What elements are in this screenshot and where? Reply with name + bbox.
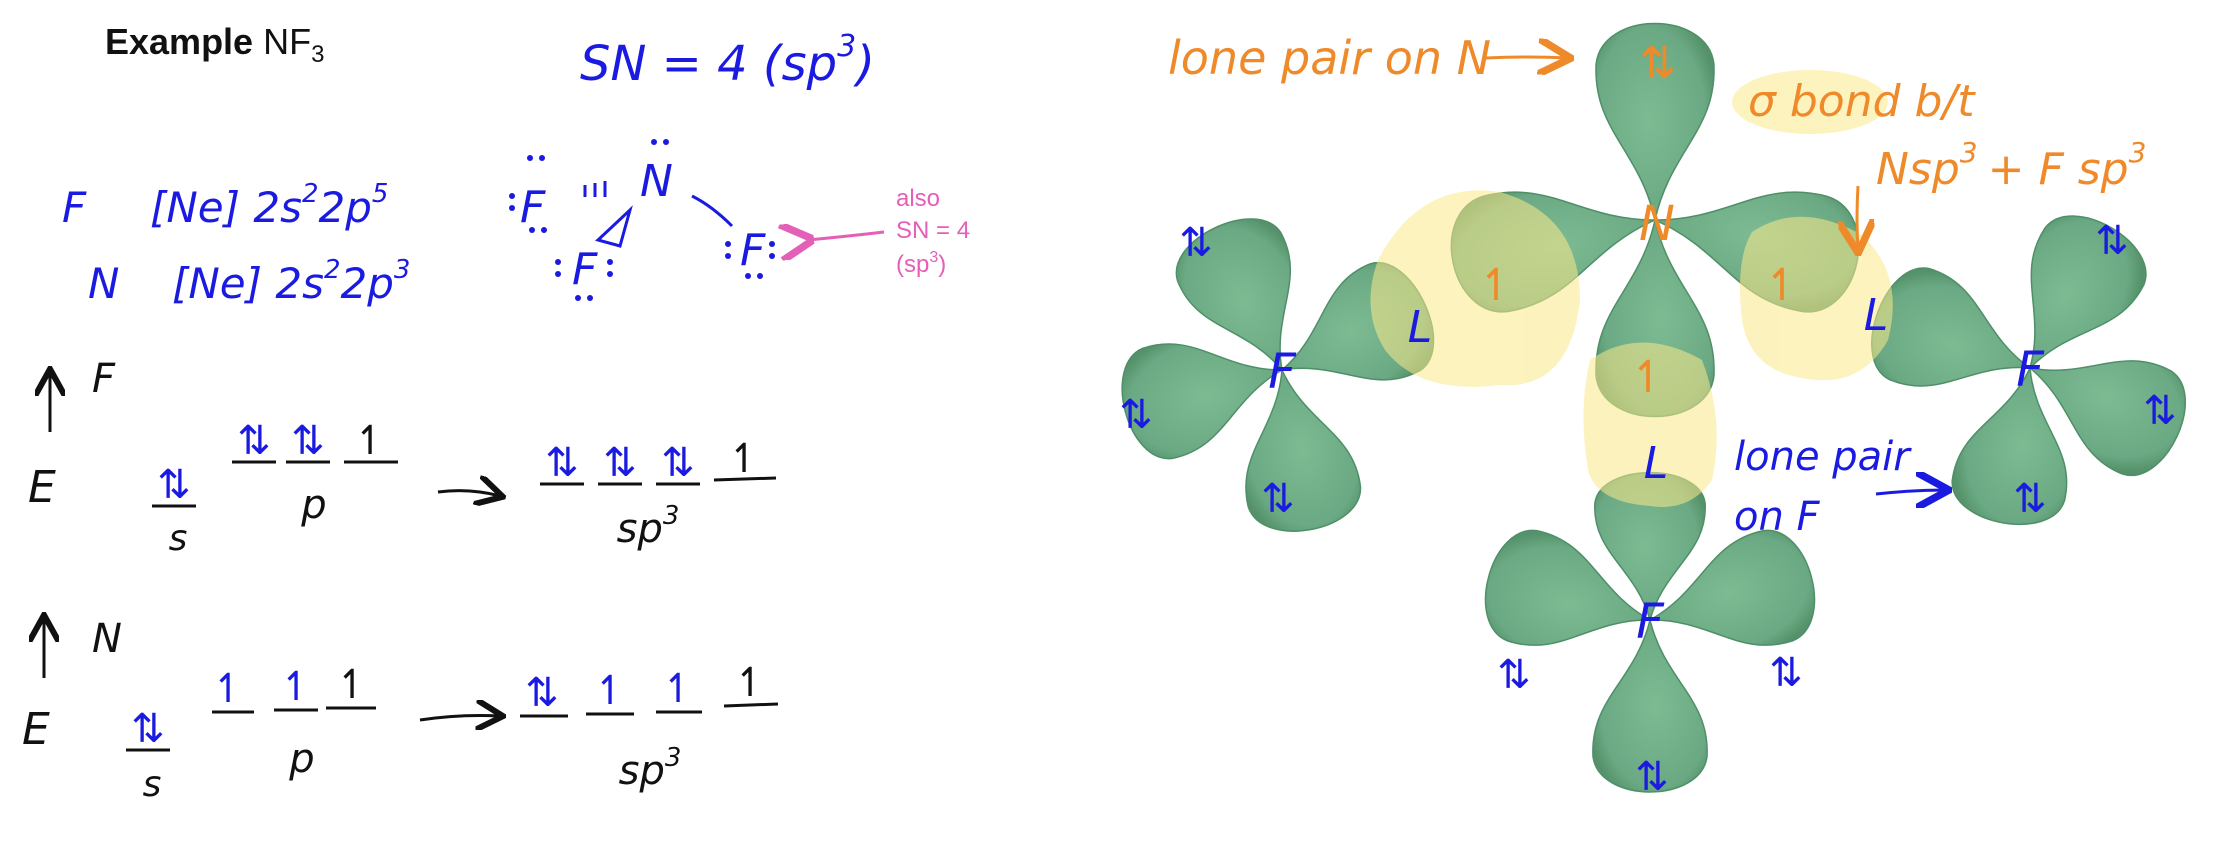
svg-text:[Ne] 2s22p5: [Ne] 2s22p5 — [150, 179, 388, 232]
svg-text:F: F — [92, 356, 116, 402]
f-bottom-lone-pair-2: ⇅ — [1769, 650, 1803, 696]
svg-text:SN = 4: SN = 4 — [896, 217, 970, 244]
svg-text:⇅: ⇅ — [603, 440, 637, 486]
svg-text:⇅: ⇅ — [525, 670, 559, 716]
n-electron-left: ↿ — [1478, 260, 1515, 311]
f-electron-bottom: L — [1644, 438, 1669, 489]
svg-text:⇅: ⇅ — [131, 706, 165, 752]
svg-text:↿: ↿ — [661, 666, 695, 712]
energy-diagram-f: F E ⇅ s ⇅ ⇅ ↿ p ⇅ ⇅ ⇅ ↿ sp3 — [28, 356, 776, 559]
f-bottom-lone-pair-3: ⇅ — [1635, 754, 1669, 800]
svg-text:↿: ↿ — [211, 666, 245, 712]
svg-text:N: N — [640, 156, 673, 207]
svg-text:E: E — [22, 704, 50, 755]
config-f: F [Ne] 2s22p5 — [62, 179, 388, 232]
n-lone-pair-label: ⇅ — [1640, 38, 1677, 89]
svg-text:lone pair: lone pair — [1734, 434, 1912, 480]
svg-text:N: N — [92, 616, 122, 662]
svg-text:F: F — [520, 182, 546, 233]
annotation-lone-pair-n-arrow — [1486, 57, 1568, 58]
svg-text:s: s — [143, 764, 162, 805]
svg-text:sp3: sp3 — [619, 743, 682, 794]
f-right-lone-pair-3: ⇅ — [2013, 476, 2047, 522]
svg-text:(sp3): (sp3) — [896, 249, 946, 278]
energy-diagram-n: N E ⇅ s ↿ ↿ ↿ p ⇅ ↿ ↿ ↿ sp3 — [22, 616, 778, 805]
highlight-left-bond — [1370, 190, 1580, 386]
svg-text:↿: ↿ — [279, 664, 313, 710]
annotation-sigma-bond: σ bond b/t Nsp3+ F sp3 — [1748, 76, 2146, 195]
steric-note: also SN = 4 (sp3) — [896, 185, 970, 278]
svg-text:↿: ↿ — [593, 668, 627, 714]
f-left-lone-pair-3: ⇅ — [1261, 476, 1295, 522]
svg-text:⇅: ⇅ — [237, 418, 271, 464]
annotation-lone-pair-n: lone pair on N — [1168, 31, 1491, 85]
atom-label-f-bottom: F — [1636, 594, 1665, 650]
n-electron-right: ↿ — [1764, 260, 1801, 311]
svg-text:p: p — [300, 482, 326, 528]
f-electron-left: L — [1408, 302, 1433, 353]
svg-text:s: s — [169, 518, 188, 559]
svg-text:↿: ↿ — [353, 418, 387, 464]
svg-text:⇅: ⇅ — [157, 462, 191, 508]
note-arrow — [808, 232, 884, 240]
atom-label-n: N — [1639, 196, 1675, 252]
svg-text:σ bond b/t: σ bond b/t — [1748, 76, 1976, 127]
atom-label-f-left: F — [1268, 344, 1297, 400]
lewis-structure: F N F F — [509, 139, 775, 301]
annotation-lone-pair-f: lone pair on F — [1734, 434, 1912, 540]
svg-text:[Ne] 2s22p3: [Ne] 2s22p3 — [172, 255, 410, 308]
svg-text:↿: ↿ — [733, 660, 767, 706]
f-left-lone-pair-1: ⇅ — [1179, 220, 1213, 266]
atom-label-f-right: F — [2016, 342, 2045, 398]
config-n: N [Ne] 2s22p3 — [88, 255, 410, 308]
orbital-model: N F F F ⇅ ↿ ↿ ↿ L L L ⇅ ⇅ ⇅ ⇅ ⇅ ⇅ ⇅ ⇅ ⇅ lone pair on N σ bo… — [1111, 24, 2201, 801]
svg-text:F: F — [572, 244, 598, 295]
f-electron-right: L — [1864, 290, 1889, 341]
f-left-lone-pair-2: ⇅ — [1119, 392, 1153, 438]
svg-text:↿: ↿ — [335, 662, 369, 708]
svg-text:F: F — [62, 183, 87, 232]
svg-text:F: F — [740, 225, 766, 276]
svg-text:Nsp3+ F sp3: Nsp3+ F sp3 — [1876, 136, 2146, 195]
svg-text:⇅: ⇅ — [291, 418, 325, 464]
f-bottom-lone-pair-1: ⇅ — [1497, 652, 1531, 698]
svg-text:also: also — [896, 185, 940, 212]
svg-text:on F: on F — [1734, 494, 1821, 540]
annotation-lone-pair-f-arrow — [1876, 490, 1946, 494]
f-right-lone-pair-1: ⇅ — [2095, 218, 2129, 264]
svg-text:N: N — [88, 259, 119, 308]
svg-text:E: E — [28, 462, 56, 513]
n-electron-bottom: ↿ — [1630, 352, 1667, 403]
svg-text:⇅: ⇅ — [661, 440, 695, 486]
annotation-sigma-bond-arrow — [1857, 186, 1858, 250]
svg-text:p: p — [288, 736, 314, 782]
f-right-lone-pair-2: ⇅ — [2143, 388, 2177, 434]
svg-text:⇅: ⇅ — [545, 440, 579, 486]
svg-text:sp3: sp3 — [617, 501, 680, 552]
svg-text:↿: ↿ — [727, 436, 761, 482]
steric-number: SN = 4 (sp3) — [580, 29, 875, 92]
